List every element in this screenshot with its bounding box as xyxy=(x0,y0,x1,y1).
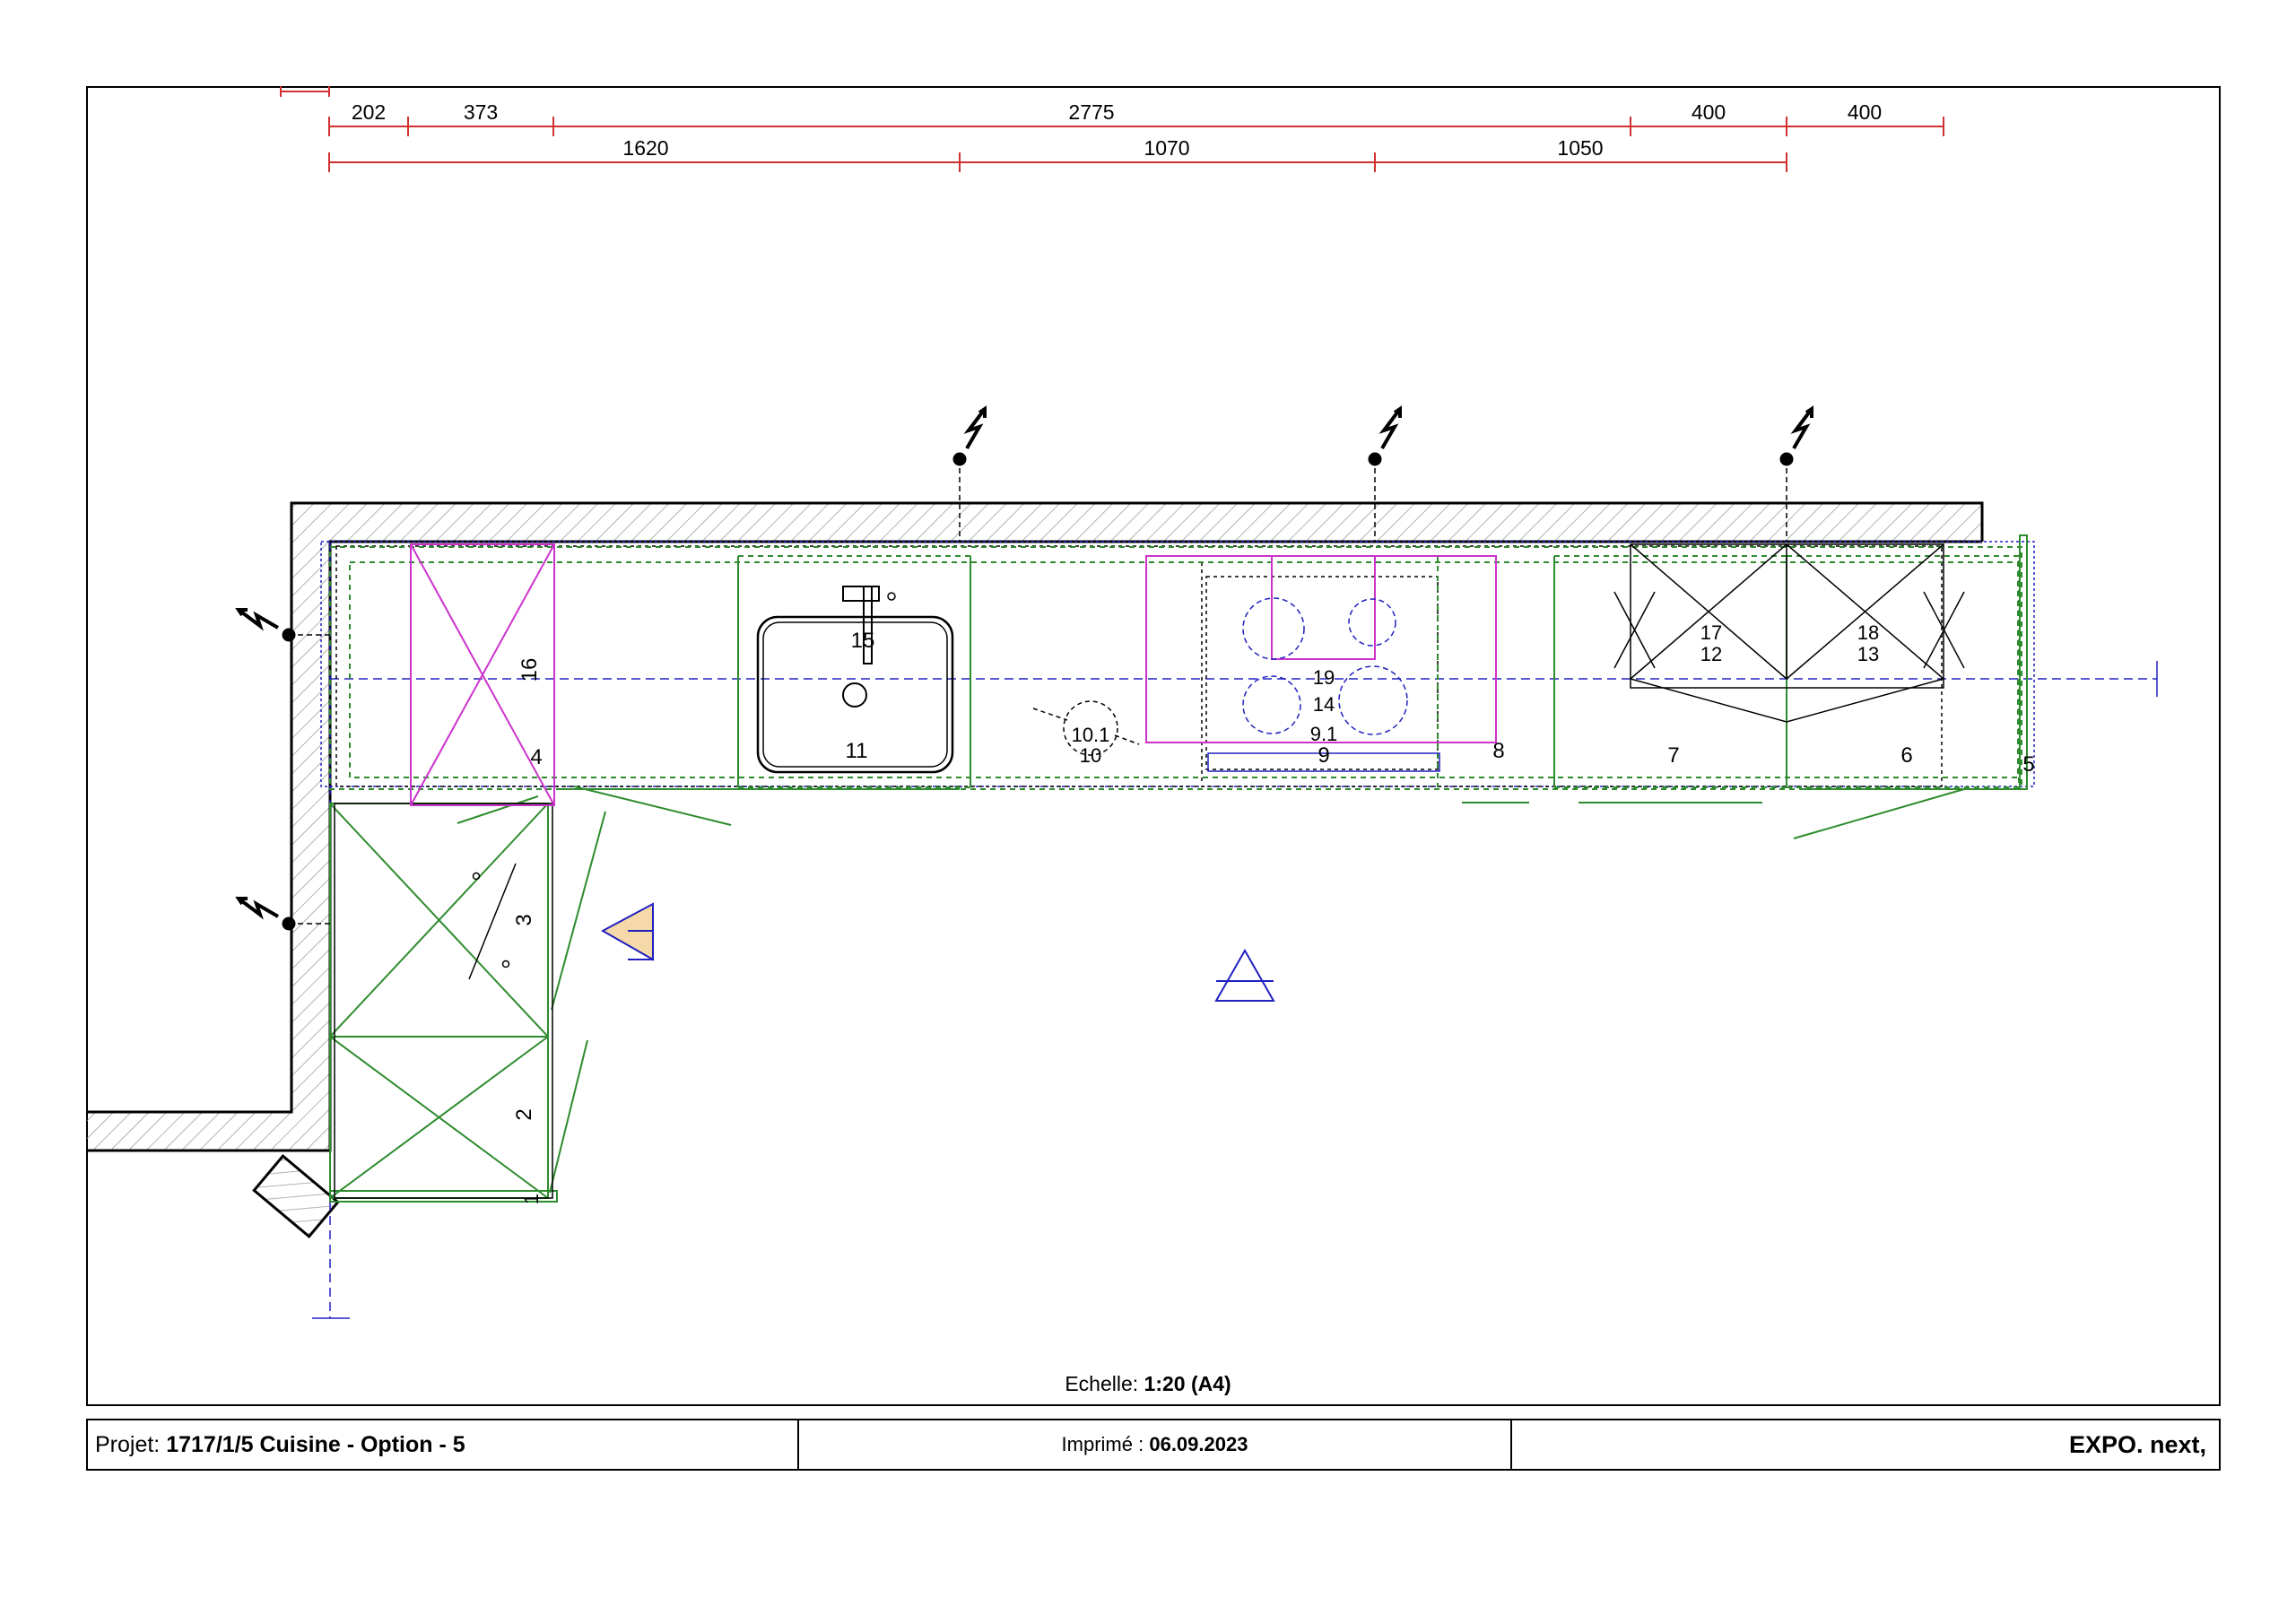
brand-name: EXPO. next, xyxy=(2068,1430,2206,1458)
worktop-outline xyxy=(335,545,1943,787)
label-12: 12 xyxy=(1700,643,1722,665)
label-14: 14 xyxy=(1313,693,1335,716)
project-cell: Projet: 1717/1/5 Cuisine - Option - 5 xyxy=(88,1420,799,1469)
label-9: 9 xyxy=(1318,743,1329,768)
label-11: 11 xyxy=(846,739,868,763)
hob-cutout xyxy=(1207,752,1440,772)
dim-373: 373 xyxy=(464,100,498,124)
label-3: 3 xyxy=(512,914,536,925)
outlet-icon xyxy=(952,405,987,542)
scale-value: 1:20 (A4) xyxy=(1144,1372,1231,1395)
scale-note: Echelle: 1:20 (A4) xyxy=(0,1372,2296,1396)
dimension-labels: 202 373 2775 400 400 1620 1070 1050 xyxy=(352,100,1882,160)
printed-cell: Imprimé : 06.09.2023 xyxy=(799,1420,1512,1469)
reference-axes xyxy=(312,541,2158,1319)
label-19: 19 xyxy=(1313,666,1335,689)
label-4: 4 xyxy=(530,745,542,769)
dim-400-a: 400 xyxy=(1692,100,1726,124)
accessory-10-1 xyxy=(1032,700,1140,756)
walls xyxy=(87,501,1984,1238)
dimension-lines xyxy=(280,86,1944,172)
project-value: 1717/1/5 Cuisine - Option - 5 xyxy=(166,1431,465,1457)
printed-value: 06.09.2023 xyxy=(1149,1433,1248,1455)
wall-pipe xyxy=(252,1154,340,1238)
label-2: 2 xyxy=(512,1108,536,1120)
outlet-icon xyxy=(235,897,330,931)
label-17: 17 xyxy=(1700,621,1722,644)
label-1: 1 xyxy=(520,1194,543,1204)
label-10-1: 10.1 xyxy=(1072,724,1110,746)
label-16: 16 xyxy=(517,658,542,682)
label-13: 13 xyxy=(1857,643,1879,665)
item-labels: 16 4 15 11 10.1 10 19 14 9.1 9 8 7 6 5 1… xyxy=(512,621,2035,1204)
label-7: 7 xyxy=(1667,743,1679,768)
dim-1070: 1070 xyxy=(1144,136,1189,160)
scale-label: Echelle: xyxy=(1065,1372,1139,1395)
label-15: 15 xyxy=(851,629,875,653)
view-marker-icon xyxy=(600,902,654,961)
dim-1620: 1620 xyxy=(622,136,668,160)
dim-2775: 2775 xyxy=(1068,100,1114,124)
sink xyxy=(756,586,954,774)
left-base-cabinets xyxy=(329,795,606,1203)
outlet-icon xyxy=(1779,405,1813,542)
base-cabinets xyxy=(329,534,2028,839)
label-8: 8 xyxy=(1492,739,1504,763)
project-label: Projet: xyxy=(95,1431,161,1457)
wall-cabinets xyxy=(410,543,1497,806)
brand-cell: EXPO. next, xyxy=(1512,1420,2219,1469)
power-outlets xyxy=(235,405,1813,931)
label-10: 10 xyxy=(1080,744,1101,767)
outlet-icon xyxy=(1368,405,1402,542)
dim-1050: 1050 xyxy=(1557,136,1603,160)
dim-202: 202 xyxy=(352,100,386,124)
label-5: 5 xyxy=(2022,752,2034,777)
hob xyxy=(1242,597,1408,735)
dim-400-b: 400 xyxy=(1848,100,1882,124)
printed-label: Imprimé : xyxy=(1061,1433,1144,1455)
level-marker-icon xyxy=(1214,948,1275,1002)
drawing-frame xyxy=(86,86,2221,1406)
corner-cabinet-lines xyxy=(334,803,553,1199)
tall-cabinets xyxy=(1613,543,1965,723)
label-9-1: 9.1 xyxy=(1310,723,1338,745)
title-block: Projet: 1717/1/5 Cuisine - Option - 5 Im… xyxy=(86,1419,2221,1471)
label-6: 6 xyxy=(1900,743,1912,768)
outlet-icon xyxy=(235,608,330,642)
label-18: 18 xyxy=(1857,621,1879,644)
